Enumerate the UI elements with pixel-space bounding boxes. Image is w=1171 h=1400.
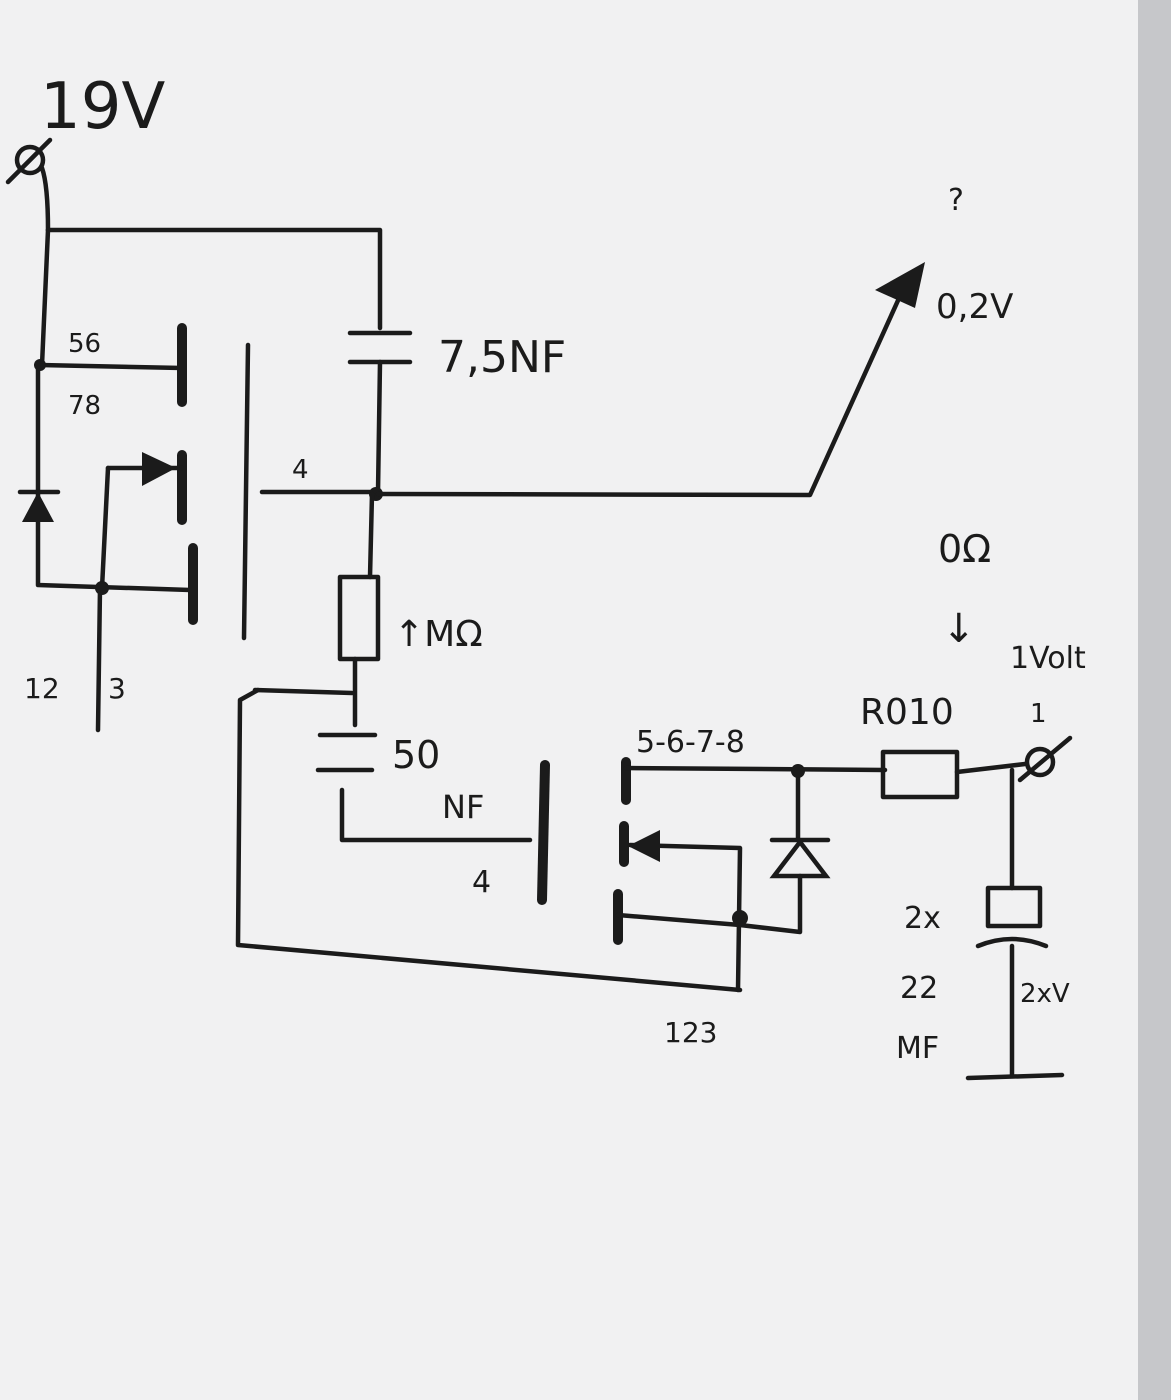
- label-mosfet1-pins-56: 56: [68, 329, 101, 359]
- capacitor-50nf: [252, 687, 533, 843]
- label-output-voltage: 0,2V: [936, 287, 1013, 327]
- label-mosfet2-source-pins: 123: [664, 1016, 717, 1049]
- label-mosfet1-pin-3: 3: [108, 672, 126, 705]
- label-shunt-ohms: 0Ω: [938, 527, 991, 571]
- capacitor-7-5nf: [347, 330, 413, 495]
- label-shunt-name: R010: [860, 692, 954, 733]
- label-question-mark: ?: [948, 183, 964, 218]
- input-terminal: [5, 137, 53, 233]
- label-one-mark: 1: [1030, 699, 1047, 729]
- mosfet-2: [537, 757, 888, 993]
- label-shunt-arrow: ↓: [942, 606, 976, 652]
- paper-background: [0, 0, 1138, 1400]
- shunt-resistor-r010: [880, 749, 1028, 800]
- label-cap-out-value: 22: [900, 971, 938, 1006]
- wire-top-rail: [45, 227, 383, 331]
- label-one-volt: 1Volt: [1010, 641, 1086, 676]
- capacitor-2x22uf: [965, 767, 1065, 1081]
- label-mosfet1-gate-pin: 4: [292, 455, 309, 485]
- label-resistor-1m: ↑MΩ: [394, 614, 483, 655]
- mosfet-1: [17, 323, 381, 733]
- label-cap-7-5nf: 7,5NF: [438, 332, 566, 383]
- resistor-1m: [337, 491, 381, 728]
- label-mosfet2-drain-pins: 5-6-7-8: [636, 725, 745, 760]
- wire-left-rail: [39, 227, 51, 368]
- wire-return-loop: [235, 687, 743, 993]
- label-mosfet1-source-pins: 12: [24, 672, 60, 705]
- label-cap-out-voltage: 2xV: [1020, 979, 1070, 1009]
- label-cap-out-unit: MF: [896, 1031, 939, 1066]
- label-input-voltage: 19V: [40, 70, 165, 144]
- wire-to-output: [375, 282, 908, 498]
- label-cap-out-count: 2x: [904, 901, 941, 936]
- output-terminal: [1017, 735, 1073, 783]
- label-cap-nf: NF: [442, 788, 484, 826]
- paper-edge-shadow: [1138, 0, 1171, 1400]
- label-mosfet1-pins-78: 78: [68, 391, 101, 421]
- output-arrow-icon: [875, 262, 925, 308]
- label-cap-50: 50: [392, 733, 440, 777]
- label-mosfet2-gate-pin: 4: [472, 865, 491, 900]
